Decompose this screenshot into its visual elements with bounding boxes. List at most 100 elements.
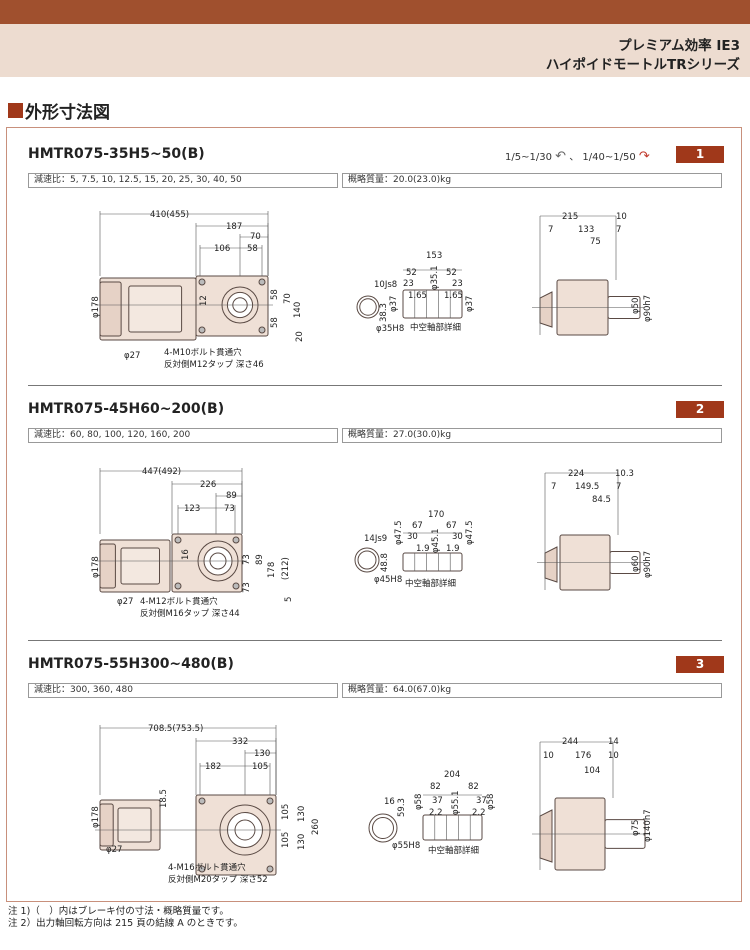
motor-end-cap bbox=[539, 809, 553, 863]
shaft-dimension-label: 23 bbox=[452, 279, 463, 289]
section-divider bbox=[28, 385, 722, 386]
end-dimension-label: 75 bbox=[590, 237, 601, 247]
side-dimension-label: 58 bbox=[270, 289, 280, 300]
shaft-dimension-label: 30 bbox=[452, 532, 463, 542]
hollow-shaft-section bbox=[354, 547, 380, 573]
side-dimension-label: 105 bbox=[252, 762, 269, 772]
shaft-dimension-label: 52 bbox=[406, 268, 417, 278]
shaft-dimension-label: 82 bbox=[468, 782, 479, 792]
end-dimension-label: 10 bbox=[608, 751, 619, 761]
side-dimension-label: 187 bbox=[226, 222, 243, 232]
end-dimension-label: φ90h7 bbox=[643, 294, 653, 322]
shaft-dimension-label: φ45H8 bbox=[374, 575, 403, 585]
end-dimension-label: 10.3 bbox=[615, 469, 634, 479]
shaft-dimension-label: φ35H8 bbox=[376, 324, 405, 334]
shaft-dimension-label: 30 bbox=[407, 532, 418, 542]
side-dimension-label: 16 bbox=[181, 549, 191, 560]
shaft-dimension-label: 170 bbox=[428, 510, 445, 520]
reduction-ratio: 減速比：5, 7.5, 10, 12.5, 15, 20, 25, 30, 40… bbox=[28, 173, 338, 188]
shaft-dimension-label: φ37 bbox=[465, 295, 475, 312]
shaft-dimension-label: φ47.5 bbox=[465, 520, 475, 545]
bolt-hole bbox=[198, 326, 206, 334]
shaft-dimension-label: 1.9 bbox=[416, 544, 430, 554]
reduction-ratio: 減速比：300, 360, 480 bbox=[28, 683, 338, 698]
shaft-dimension-label: 82 bbox=[430, 782, 441, 792]
shaft-dimension-label: 48.8 bbox=[380, 553, 390, 572]
model-name: HMTR075-45H60~200(B) bbox=[28, 401, 225, 417]
side-dimension-label: φ178 bbox=[91, 556, 101, 578]
bolt-hole bbox=[198, 865, 206, 873]
motor-end-cap bbox=[544, 546, 558, 583]
side-dimension-label: 70 bbox=[250, 232, 261, 242]
side-dimension-label: 73 bbox=[242, 582, 252, 593]
shaft-dimension-label: 37 bbox=[432, 796, 443, 806]
shaft-dimension-label: φ37 bbox=[389, 295, 399, 312]
side-dimension-label: 73 bbox=[224, 504, 235, 514]
side-dimension-label: 182 bbox=[205, 762, 222, 772]
side-dimension-label: 反対側M20タップ 深さ52 bbox=[168, 875, 268, 885]
end-dimension-label: φ140h7 bbox=[643, 809, 653, 842]
shaft-dimension-label: 中空軸部詳細 bbox=[405, 579, 457, 589]
shaft-dimension-label: 1.65 bbox=[408, 291, 427, 301]
side-dimension-label: φ178 bbox=[91, 296, 101, 318]
shaft-dimension-label: 38.3 bbox=[379, 303, 389, 322]
end-dimension-label: 7 bbox=[548, 225, 554, 235]
shaft-dimension-label: 中空軸部詳細 bbox=[428, 846, 480, 856]
side-dimension-label: 4-M12ボルト貫通穴 bbox=[140, 597, 218, 607]
section-number-badge: 3 bbox=[676, 656, 724, 673]
side-dimension-label: 226 bbox=[200, 480, 217, 490]
hollow-shaft-bore bbox=[372, 817, 394, 839]
section-number-badge: 2 bbox=[676, 401, 724, 418]
side-dimension-label: 89 bbox=[226, 491, 237, 501]
shaft-dimension-label: φ58 bbox=[414, 793, 424, 810]
end-dimension-label: 149.5 bbox=[575, 482, 600, 492]
side-dimension-label: φ27 bbox=[117, 597, 134, 607]
motor-end-cap bbox=[539, 291, 553, 328]
shaft-dimension-label: 中空軸部詳細 bbox=[410, 323, 462, 333]
side-dimension-label: 反対側M12タップ 深さ46 bbox=[164, 360, 264, 370]
end-dimension-label: 244 bbox=[562, 737, 579, 747]
side-dimension-label: 89 bbox=[255, 554, 265, 565]
shaft-dimension-label: 1.65 bbox=[444, 291, 463, 301]
side-dimension-label: 130 bbox=[297, 833, 307, 850]
rotate-ccw-icon: ↶ bbox=[555, 149, 567, 164]
shaft-dimension-label: φ58 bbox=[486, 793, 496, 810]
side-dimension-label: 70 bbox=[283, 293, 293, 304]
side-dimension-label: 106 bbox=[214, 244, 231, 254]
side-dimension-label: 20 bbox=[295, 331, 305, 342]
shaft-dimension-label: 2.2 bbox=[429, 808, 443, 818]
header-line1: プレミアム効率 IE3 bbox=[618, 38, 740, 54]
motor-fan-cover bbox=[99, 543, 116, 589]
end-dimension-label: φ50 bbox=[631, 297, 641, 314]
motor-fan-cover bbox=[99, 803, 114, 847]
hollow-shaft-detail bbox=[402, 552, 463, 572]
end-dimension-label: 10 bbox=[616, 212, 627, 222]
side-dimension-label: 130 bbox=[254, 749, 271, 759]
shaft-dimension-label: φ55H8 bbox=[392, 841, 421, 851]
square-bullet-icon bbox=[8, 103, 23, 118]
bolt-hole bbox=[198, 278, 206, 286]
side-dimension-label: 260 bbox=[311, 818, 321, 835]
model-name: HMTR075-55H300~480(B) bbox=[28, 656, 234, 672]
side-dimension-label: φ27 bbox=[124, 351, 141, 361]
header-band: プレミアム効率 IE3 ハイポイドモートルTRシリーズ bbox=[0, 24, 750, 77]
end-dimension-label: φ90h7 bbox=[643, 550, 653, 578]
shaft-dimension-label: φ47.5 bbox=[394, 520, 404, 545]
shaft-dimension-label: 204 bbox=[444, 770, 461, 780]
side-dimension-label: 73 bbox=[242, 554, 252, 565]
side-dimension-label: 4-M10ボルト貫通穴 bbox=[164, 348, 242, 358]
end-dimension-label: 7 bbox=[551, 482, 557, 492]
shaft-dimension-label: 67 bbox=[446, 521, 457, 531]
shaft-dimension-label: 52 bbox=[446, 268, 457, 278]
shaft-dimension-label: 16 bbox=[384, 797, 395, 807]
section-divider bbox=[28, 640, 722, 641]
approx-mass: 概略質量：64.0(67.0)kg bbox=[342, 683, 722, 698]
hollow-shaft-detail bbox=[422, 814, 483, 841]
side-dimension-label: 58 bbox=[270, 317, 280, 328]
end-dimension-label: 224 bbox=[568, 469, 585, 479]
approx-mass: 概略質量：27.0(30.0)kg bbox=[342, 428, 722, 443]
end-dimension-label: 14 bbox=[608, 737, 619, 747]
bolt-hole bbox=[174, 582, 182, 590]
side-dimension-label: 105 bbox=[281, 803, 291, 820]
shaft-dimension-label: 1.9 bbox=[446, 544, 460, 554]
